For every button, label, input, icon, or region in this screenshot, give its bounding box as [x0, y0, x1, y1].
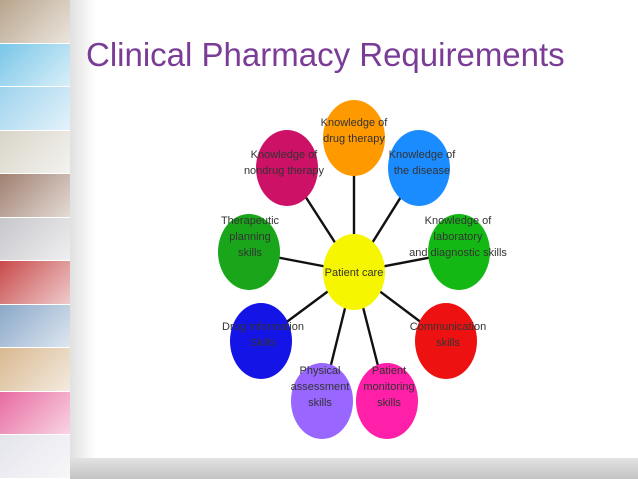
- medicine-bottles-photo: [0, 217, 70, 262]
- node-therapeutic-planning-skills: [218, 214, 280, 290]
- label-patient-care: Patient care: [325, 267, 384, 279]
- pharmacy-shelves-photo: [0, 0, 70, 44]
- requirement-nodes: [218, 100, 490, 439]
- pharmacy-store-photo: [0, 174, 70, 218]
- mortar-pestle-photo: [0, 130, 70, 175]
- node-drug-information-skills: [230, 303, 292, 379]
- node-knowledge-of-drug-therapy: [323, 100, 385, 176]
- red-capsules-photo: [0, 261, 70, 305]
- node-knowledge-of-nondrug-therapy: [256, 130, 318, 206]
- node-knowledge-of-laboratory-and-diagnostic-skills: [428, 214, 490, 290]
- colorful-capsules-photo: [0, 391, 70, 436]
- slide-title: Clinical Pharmacy Requirements: [86, 36, 565, 73]
- node-knowledge-of-the-disease: [388, 130, 450, 206]
- node-communication-skills: [415, 303, 477, 379]
- sidebar-photo-strip: [0, 0, 70, 479]
- node-patient-care: [323, 234, 385, 310]
- pill-box-photo: [0, 87, 70, 131]
- node-physical-assessment-skills: [291, 363, 353, 439]
- sidebar-fade: [70, 0, 96, 479]
- pharmacy-aisle-photo: [0, 304, 70, 349]
- tablet-blisters-photo: [0, 348, 70, 392]
- bottom-bar: [70, 458, 638, 479]
- pill-blister-photo: [0, 43, 70, 88]
- node-patient-monitoring-skills: [356, 363, 418, 439]
